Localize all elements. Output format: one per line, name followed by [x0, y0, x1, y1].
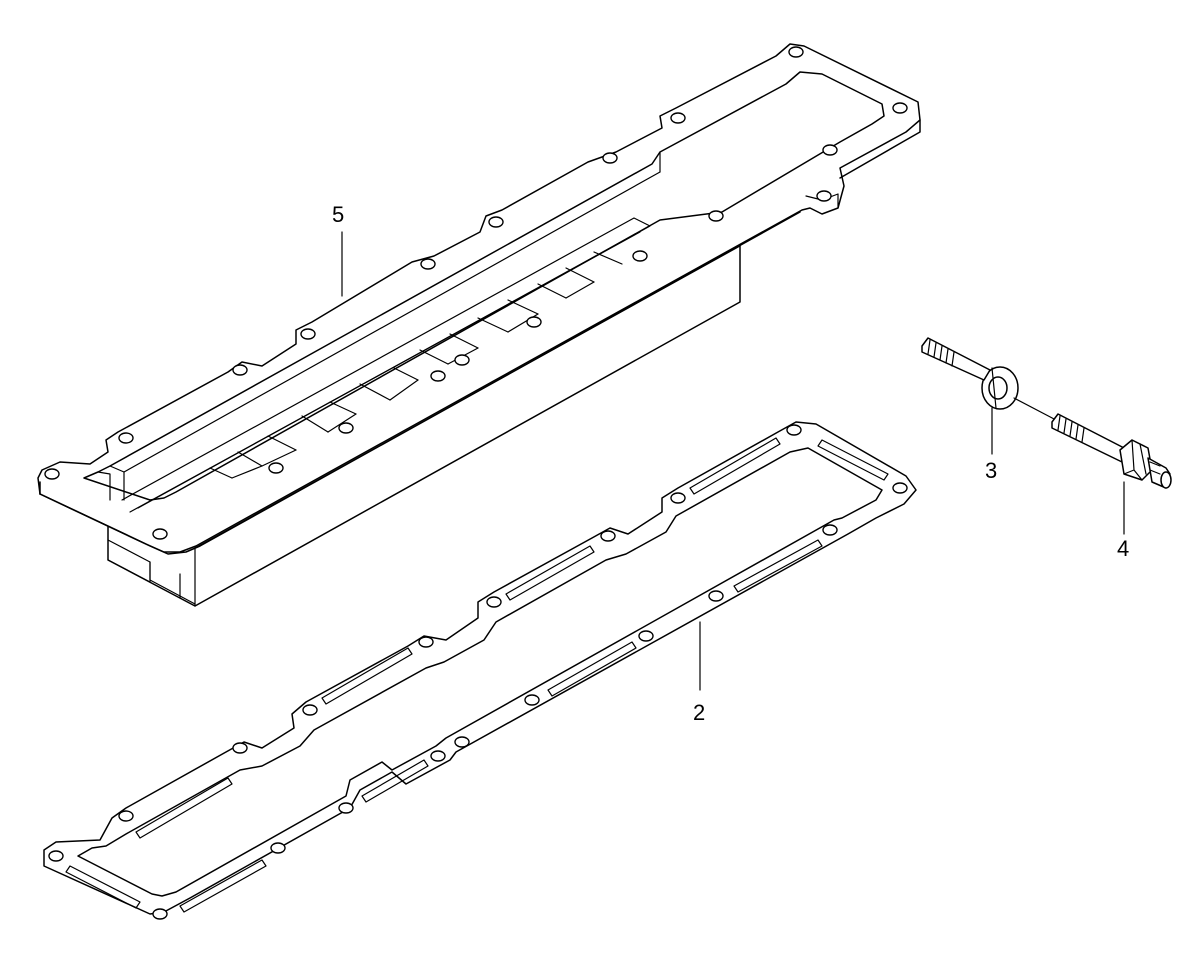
- callout-part-3: 3: [985, 458, 997, 483]
- leader-lines: [341, 231, 1125, 691]
- cover-inner-opening: [83, 71, 885, 501]
- cover-bolt-holes: [44, 46, 908, 540]
- callout-part-4: 4: [1117, 536, 1129, 561]
- part-4-stud-bolt: [921, 337, 1172, 489]
- gasket-inner-outline: [77, 447, 883, 897]
- gasket-bolt-holes: [48, 424, 908, 920]
- gasket-outline: [43, 421, 917, 915]
- part-3-washer: [981, 366, 1019, 410]
- callout-part-5: 5: [332, 202, 344, 227]
- callout-part-2: 2: [693, 700, 705, 725]
- part-2-gasket: [43, 421, 917, 920]
- gasket-slots: [65, 437, 889, 913]
- part-5-manifold-cover: [37, 43, 921, 607]
